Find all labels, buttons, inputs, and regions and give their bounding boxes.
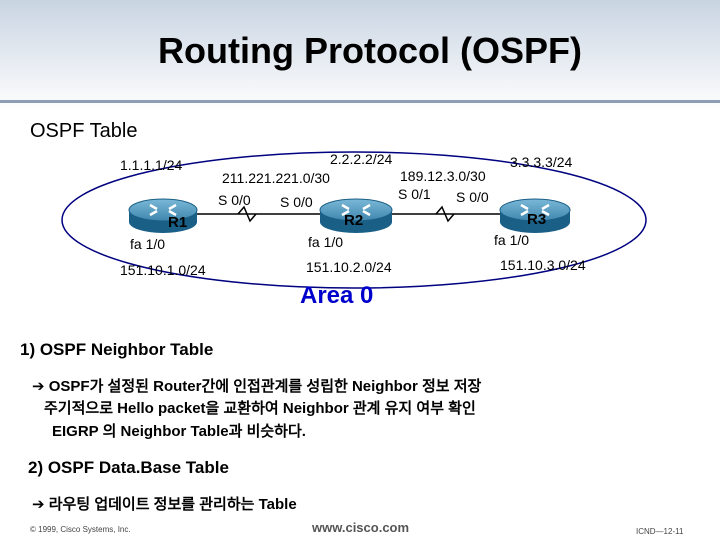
area-cloud (61, 151, 647, 289)
neighbor-heading: 1) OSPF Neighbor Table (20, 340, 214, 359)
r1-fa-label: fa 1/0 (130, 236, 166, 252)
r2-serial-s01-label: S 0/1 (398, 186, 431, 202)
title-band (0, 0, 720, 112)
r2-fa-network-label: 151.10.2.0/24 (306, 259, 392, 275)
r2-loopback-label: 2.2.2.2/24 (330, 151, 393, 167)
right-arrow-icon: ➔ (32, 378, 45, 395)
footer-url[interactable]: www.cisco.com (312, 520, 410, 535)
r3-loopback-label: 3.3.3.3/24 (510, 154, 573, 170)
serial-marker (435, 205, 455, 223)
footer-page-number: ICND—12-11 (636, 527, 684, 536)
link2-network-label: 189.12.3.0/30 (400, 168, 486, 184)
database-heading: 2) OSPF Data.Base Table (28, 458, 229, 477)
r3-fa-label: fa 1/0 (494, 232, 530, 248)
r3-name: R3 (527, 211, 547, 228)
page-title: Routing Protocol (OSPF) (158, 30, 582, 71)
area-label: Area 0 (300, 282, 374, 309)
r2-fa-label: fa 1/0 (308, 234, 344, 250)
footer-copyright: © 1999, Cisco Systems, Inc. (30, 525, 131, 534)
link1-network-label: 211.221.221.0/30 (222, 170, 330, 186)
serial-marker (237, 205, 257, 223)
neighbor-line1-text: OSPF가 설정된 Router간에 인접관계를 성립한 Neighbor 정보… (48, 378, 482, 395)
r3-fa-network-label: 151.10.3.0/24 (500, 257, 586, 273)
r3-serial-label: S 0/0 (456, 189, 489, 205)
r1-fa-network-label: 151.10.1.0/24 (120, 262, 206, 278)
section-title: OSPF Table (30, 120, 138, 142)
title-divider (0, 100, 720, 103)
right-arrow-icon: ➔ (32, 496, 45, 513)
router-r3-icon (499, 198, 571, 233)
neighbor-line3: EIGRP 의 Neighbor Table과 비슷하다. (52, 423, 306, 440)
router-r1-icon (128, 198, 198, 233)
neighbor-line2: 주기적으로 Hello packet을 교환하여 Neighbor 관계 유지 … (44, 400, 476, 417)
database-line1-text: 라우팅 업데이트 정보를 관리하는 Table (48, 496, 297, 513)
database-line1: ➔ 라우팅 업데이트 정보를 관리하는 Table (32, 493, 297, 514)
r1-name: R1 (168, 214, 188, 231)
neighbor-line1: ➔ OSPF가 설정된 Router간에 인접관계를 성립한 Neighbor … (32, 375, 481, 396)
r2-serial-s00-label: S 0/0 (280, 194, 313, 210)
r2-name: R2 (344, 212, 364, 229)
router-r2-icon (319, 198, 393, 233)
r1-loopback-label: 1.1.1.1/24 (120, 157, 183, 173)
r1-serial-label: S 0/0 (218, 192, 251, 208)
